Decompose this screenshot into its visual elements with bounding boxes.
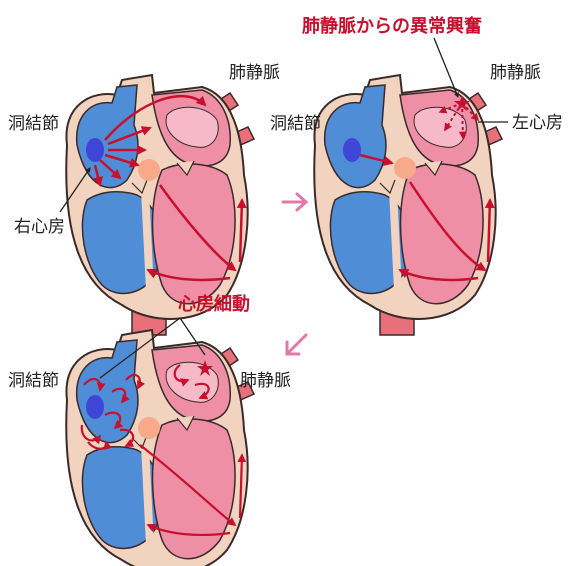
- label-sinus-node-2: 洞結節: [270, 114, 321, 134]
- conduction-arrows-1: [93, 95, 247, 282]
- av-node-3: [138, 417, 160, 439]
- label-atrial-fibrillation: 心房細動: [178, 293, 250, 315]
- heart-panel-3: [66, 330, 254, 566]
- fibrillation-star: [197, 360, 213, 376]
- sinus-node-1: [86, 138, 104, 162]
- label-pulmonary-vein-3: 肺静脈: [240, 371, 291, 391]
- conduction-arrows-2: [359, 153, 495, 282]
- sinus-node-3: [86, 395, 104, 419]
- label-left-atrium: 左心房: [512, 113, 563, 133]
- av-node-2: [394, 157, 416, 179]
- label-sinus-node-1: 洞結節: [8, 114, 59, 134]
- ectopic-arrows: [438, 102, 480, 140]
- label-pulmonary-vein-1: 肺静脈: [229, 63, 280, 83]
- av-node-1: [138, 159, 160, 181]
- step-arrow-down-left: [285, 333, 308, 356]
- leader-lines: [59, 37, 508, 379]
- label-right-atrium: 右心房: [14, 217, 65, 237]
- ectopic-focus-star: [454, 95, 470, 111]
- heart-panel-1: [66, 75, 254, 335]
- step-arrow-right: [281, 192, 309, 212]
- label-pulmonary-vein-2: 肺静脈: [490, 63, 541, 83]
- label-sinus-node-3: 洞結節: [8, 371, 59, 391]
- chaotic-arrows: [80, 364, 247, 537]
- sinus-node-2: [343, 138, 361, 162]
- label-ectopic-excitation: 肺静脈からの異常興奮: [302, 15, 482, 37]
- heart-panel-2: [314, 75, 502, 335]
